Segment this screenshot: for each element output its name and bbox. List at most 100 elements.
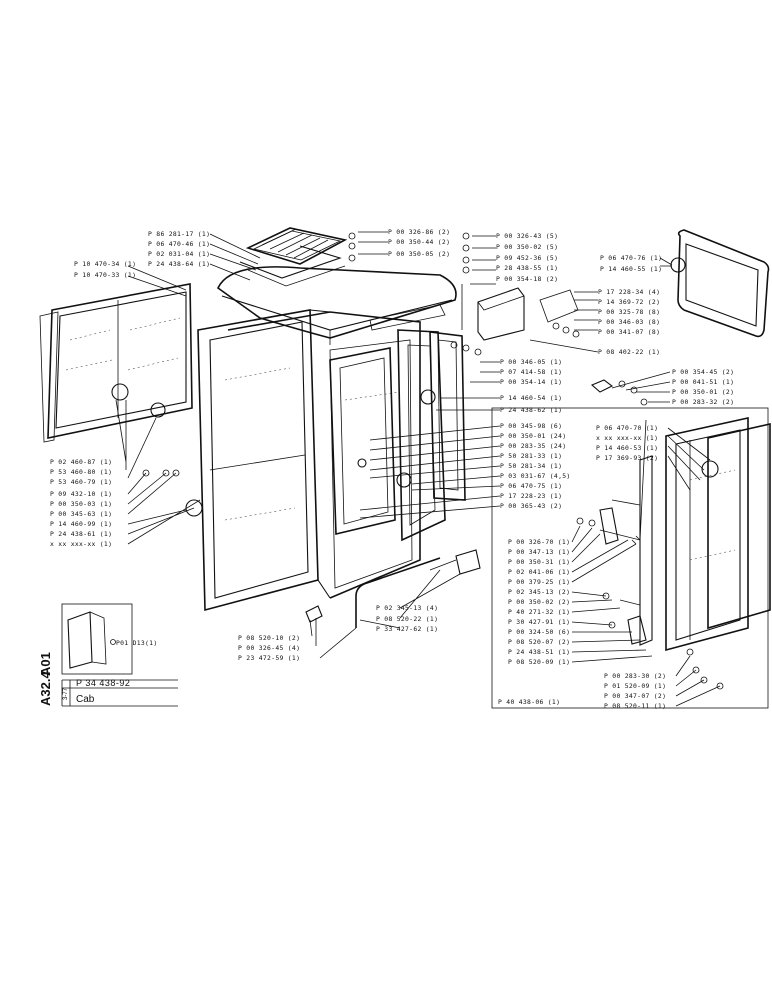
door-handle — [355, 549, 481, 628]
mounting-bracket — [477, 287, 580, 341]
part-label: P 14 460-99 (1) — [50, 520, 113, 528]
part-label: x xx xxx-xx (1) — [50, 540, 113, 548]
part-label: P 09 432-10 (1) — [50, 490, 113, 498]
part-label: P 14 460-53 (1) — [596, 444, 659, 452]
part-label: P 00 326-43 (5) — [496, 232, 559, 240]
detail-box-right — [491, 407, 769, 709]
part-label: P 40 271-32 (1) — [508, 608, 571, 616]
part-label: P 00 345-98 (6) — [500, 422, 563, 430]
part-label: P 28 438-55 (1) — [496, 264, 559, 272]
section-code-2: A32.4 — [38, 671, 53, 706]
part-label: P 86 281-17 (1) — [148, 230, 211, 238]
step — [305, 605, 323, 623]
part-label: P 10 470-33 (1) — [74, 271, 137, 279]
part-label: P 06 470-46 (1) — [148, 240, 211, 248]
diagram-name: Cab — [76, 694, 95, 705]
part-label: P 00 350-01 (2) — [672, 388, 735, 396]
part-label: P 00 350-44 (2) — [388, 238, 451, 246]
part-label: P 50 281-33 (1) — [500, 452, 563, 460]
part-label: P 00 350-03 (1) — [50, 500, 113, 508]
part-label: P 00 283-30 (2) — [604, 672, 667, 680]
part-label: P 00 379-25 (1) — [508, 578, 571, 586]
part-label: P 00 350-02 (2) — [508, 598, 571, 606]
part-label: P 00 350-01 (24) — [500, 432, 567, 440]
part-label: P 09 452-36 (5) — [496, 254, 559, 262]
part-label: P 03 031-67 (4,5) — [500, 472, 571, 480]
part-label: P 14 460-55 (1) — [600, 265, 663, 273]
leader-lines — [115, 231, 721, 707]
part-label: P 06 470-70 (1) — [596, 424, 659, 432]
part-label: P 01 520-09 (1) — [604, 682, 667, 690]
part-label: P 00 347-13 (1) — [508, 548, 571, 556]
part-label: P 00 365-43 (2) — [500, 502, 563, 510]
part-label: P 06 470-76 (1) — [600, 254, 663, 262]
part-label: P 23 472-59 (1) — [238, 654, 301, 662]
part-label: P 08 520-09 (1) — [508, 658, 571, 666]
part-label: P 00 354-45 (2) — [672, 368, 735, 376]
drawing-date: 3-77 — [63, 687, 69, 700]
part-label: P 24 438-61 (1) — [50, 530, 113, 538]
part-label: P 17 369-93 (2) — [596, 454, 659, 462]
part-label: P 53 460-79 (1) — [50, 478, 113, 486]
side-door — [329, 347, 396, 536]
part-label: P 00 326-86 (2) — [388, 228, 451, 236]
part-label: P 08 520-11 (1) — [604, 702, 667, 710]
part-label: P 00 326-45 (4) — [238, 644, 301, 652]
hardware — [142, 232, 724, 690]
part-label: P 14 369-72 (2) — [598, 298, 661, 306]
part-label: P 00 354-18 (2) — [496, 275, 559, 283]
part-label: P 08 520-10 (2) — [238, 634, 301, 642]
part-label: P 00 346-03 (8) — [598, 318, 661, 326]
part-label: P 00 324-50 (6) — [508, 628, 571, 636]
cab-frame — [197, 309, 446, 612]
part-label: P 02 460-87 (1) — [50, 458, 113, 466]
part-label: P 00 283-32 (2) — [672, 398, 735, 406]
part-label: P 00 354-14 (1) — [500, 378, 563, 386]
title-block-frame — [61, 679, 178, 707]
part-label: P 08 520-07 (2) — [508, 638, 571, 646]
roof-panel — [216, 266, 457, 345]
part-label: P 24 438-62 (1) — [500, 406, 563, 414]
part-label: P 24 438-51 (1) — [508, 648, 571, 656]
right-door-exploded — [599, 417, 771, 652]
part-label: P 00 326-70 (1) — [508, 538, 571, 546]
part-label: P 00 283-35 (24) — [500, 442, 567, 450]
inset-box — [61, 603, 133, 675]
roof-hatch — [239, 227, 348, 287]
part-label: P 00 345-63 (1) — [50, 510, 113, 518]
part-label: P 02 345-13 (4) — [376, 604, 439, 612]
part-number: P 34 438-92 — [76, 678, 131, 688]
s-markers — [111, 257, 719, 517]
part-label: P 14 460-54 (1) — [500, 394, 563, 402]
part-label: x xx xxx-xx (1) — [596, 434, 659, 442]
part-label: P 02 345-13 (2) — [508, 588, 571, 596]
inset-part — [67, 611, 116, 669]
part-label: P 08 402-22 (1) — [598, 348, 661, 356]
right-window — [429, 331, 466, 501]
part-label: P 00 350-05 (2) — [388, 250, 451, 258]
part-label: P 24 438-64 (1) — [148, 260, 211, 268]
part-label: P 10 470-34 (1) — [74, 260, 137, 268]
part-label: P 40 438-06 (1) — [498, 698, 561, 706]
part-label: P 02 041-06 (1) — [508, 568, 571, 576]
part-label: P 07 414-58 (1) — [500, 368, 563, 376]
part-label: P 00 347-07 (2) — [604, 692, 667, 700]
corner-glass — [677, 229, 770, 338]
part-label: P 00 350-31 (1) — [508, 558, 571, 566]
part-label: P 50 281-34 (1) — [500, 462, 563, 470]
part-label: P 00 350-02 (5) — [496, 243, 559, 251]
part-label: P 00 346-05 (1) — [500, 358, 563, 366]
part-label: P 17 228-23 (1) — [500, 492, 563, 500]
part-label: P 00 041-51 (1) — [672, 378, 735, 386]
part-label: P 00 341-07 (8) — [598, 328, 661, 336]
part-label: P 08 520-22 (1) — [376, 615, 439, 623]
part-label: P 30 427-91 (1) — [508, 618, 571, 626]
part-label: P 00 325-78 (8) — [598, 308, 661, 316]
inset-label: P01 D13(1) — [116, 639, 158, 647]
part-label: P 17 228-34 (4) — [598, 288, 661, 296]
part-label: P 06 470-75 (1) — [500, 482, 563, 490]
part-label: P 02 031-04 (1) — [148, 250, 211, 258]
part-label: P 33 427-62 (1) — [376, 625, 439, 633]
